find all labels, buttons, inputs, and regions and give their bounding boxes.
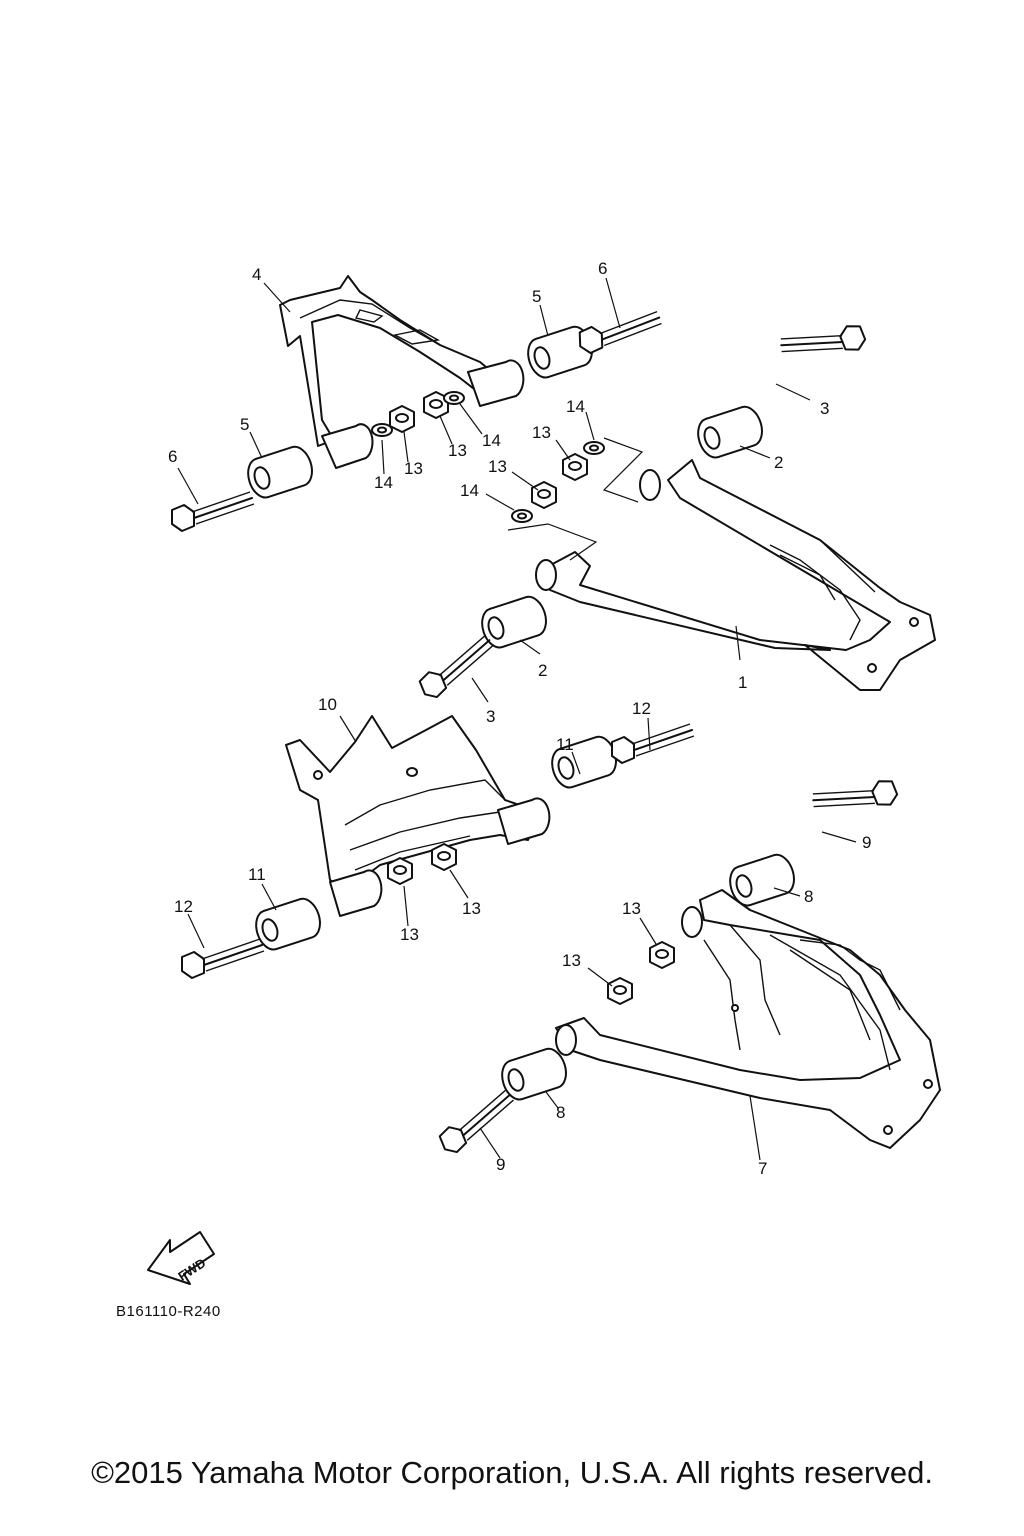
callout-13-d: 13: [488, 457, 507, 476]
callout-labels: 4 5 6 5 6 14 13 13 14 14 13 13 14 3 2 1 …: [168, 259, 871, 1178]
callout-1: 1: [738, 673, 747, 692]
bolt-part-3-upper: [776, 308, 869, 378]
callout-13-c: 13: [532, 423, 551, 442]
arm-part-10: [285, 715, 551, 917]
bolt-part-6-left: [171, 491, 255, 532]
washer-part-14-a: [371, 423, 393, 437]
callout-14-a: 14: [374, 473, 393, 492]
bushing-part-8-lower: [496, 1044, 572, 1105]
callout-6-top: 6: [598, 259, 607, 278]
bushing-part-5-left: [242, 442, 318, 503]
washer-part-14-b: [443, 391, 465, 405]
callout-3-top: 3: [820, 399, 829, 418]
callout-13-b: 13: [448, 441, 467, 460]
nut-part-13-d: [531, 481, 557, 509]
callout-12-left: 12: [174, 897, 193, 916]
washer-part-14-d: [511, 509, 533, 523]
copyright-notice: ©2015 Yamaha Motor Corporation, U.S.A. A…: [91, 1455, 933, 1490]
callout-9-top: 9: [862, 833, 871, 852]
callout-5-top: 5: [532, 287, 541, 306]
nut-part-13-e: [387, 857, 413, 885]
leader-lines: [177, 277, 857, 1161]
callout-6-left: 6: [168, 447, 177, 466]
nut-part-13-h: [607, 977, 633, 1005]
nut-part-13-f: [431, 843, 457, 871]
drawing-code: B161110-R240: [116, 1303, 221, 1320]
callout-4: 4: [252, 265, 261, 284]
callout-9-low: 9: [496, 1155, 505, 1174]
callout-2-top: 2: [774, 453, 783, 472]
callout-14-b: 14: [482, 431, 501, 450]
fwd-arrow-icon: FWD: [147, 1231, 215, 1285]
section-bracket-upper: [602, 437, 644, 503]
arm-part-4: [279, 275, 525, 469]
callout-12-top: 12: [632, 699, 651, 718]
nut-part-13-a: [389, 405, 415, 433]
callout-11-top: 11: [556, 735, 574, 754]
washer-part-14-c: [583, 441, 605, 455]
callout-8-low: 8: [556, 1103, 565, 1122]
bushing-part-8-upper: [724, 850, 800, 911]
bolt-part-9-upper: [808, 763, 901, 833]
bolt-part-6-right: [578, 310, 664, 355]
callout-13-e: 13: [400, 925, 419, 944]
callout-14-c: 14: [566, 397, 585, 416]
callout-8-top: 8: [804, 887, 813, 906]
bolt-part-12-left: [181, 938, 265, 979]
callout-7: 7: [758, 1159, 767, 1178]
callout-11-left: 11: [248, 865, 266, 884]
callout-13-f: 13: [462, 899, 481, 918]
bolt-part-9-lower: [431, 1087, 525, 1157]
callout-5-left: 5: [240, 415, 249, 434]
arm-part-7: [555, 889, 941, 1149]
callout-2-low: 2: [538, 661, 547, 680]
nut-part-13-c: [562, 453, 588, 481]
bolt-part-12-right: [611, 723, 695, 764]
callout-13-g: 13: [622, 899, 641, 918]
arm-part-1: [535, 459, 936, 691]
callout-13-h: 13: [562, 951, 581, 970]
section-bracket-lower: [507, 523, 598, 561]
callout-10: 10: [318, 695, 337, 714]
nut-part-13-g: [649, 941, 675, 969]
callout-3-low: 3: [486, 707, 495, 726]
callout-13-a: 13: [404, 459, 423, 478]
callout-14-d: 14: [460, 481, 479, 500]
